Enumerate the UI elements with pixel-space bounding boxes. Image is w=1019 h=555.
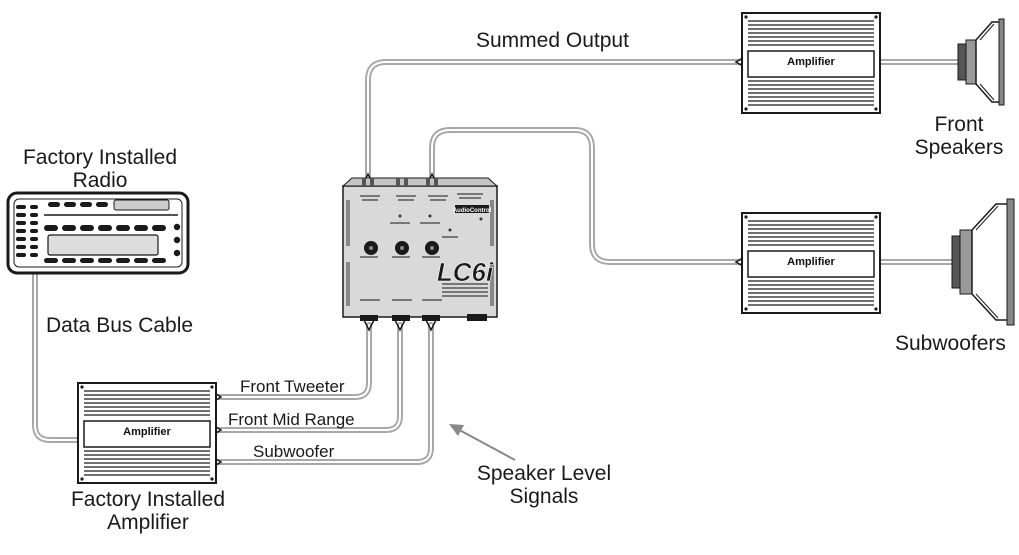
device-brand: AudioControl — [453, 208, 492, 214]
subwoofer-line-label: Subwoofer — [253, 442, 335, 461]
summed-output-label: Summed Output — [476, 29, 629, 52]
speaker-level-signals-label: Speaker Level Signals — [476, 462, 612, 508]
subwoofers-label: Subwoofers — [895, 332, 1006, 355]
factory-radio — [6, 191, 190, 275]
factory-amplifier-name: Amplifier — [123, 426, 171, 438]
sub-amplifier-name: Amplifier — [787, 256, 835, 268]
factory-amplifier-label: Factory Installed Amplifier — [70, 488, 226, 534]
device-model-logo: LC6i — [437, 257, 494, 287]
front-speaker-icon — [957, 18, 1005, 106]
subwoofer-speaker-icon — [951, 198, 1015, 326]
front-tweeter-label: Front Tweeter — [240, 377, 345, 396]
front-speakers-label: Front Speakers — [914, 113, 1004, 159]
summed-output-wire — [365, 59, 745, 181]
lc6i-knobs — [364, 241, 439, 255]
data-bus-wire — [32, 272, 81, 443]
speaker-level-arrow — [449, 424, 516, 461]
data-bus-cable-label: Data Bus Cable — [46, 314, 194, 337]
front-mid-range-label: Front Mid Range — [228, 410, 355, 429]
lc6i-device: AudioControl LC6i — [341, 177, 499, 321]
factory-radio-label: Factory Installed Radio — [22, 146, 178, 192]
front-amplifier-name: Amplifier — [787, 56, 835, 68]
